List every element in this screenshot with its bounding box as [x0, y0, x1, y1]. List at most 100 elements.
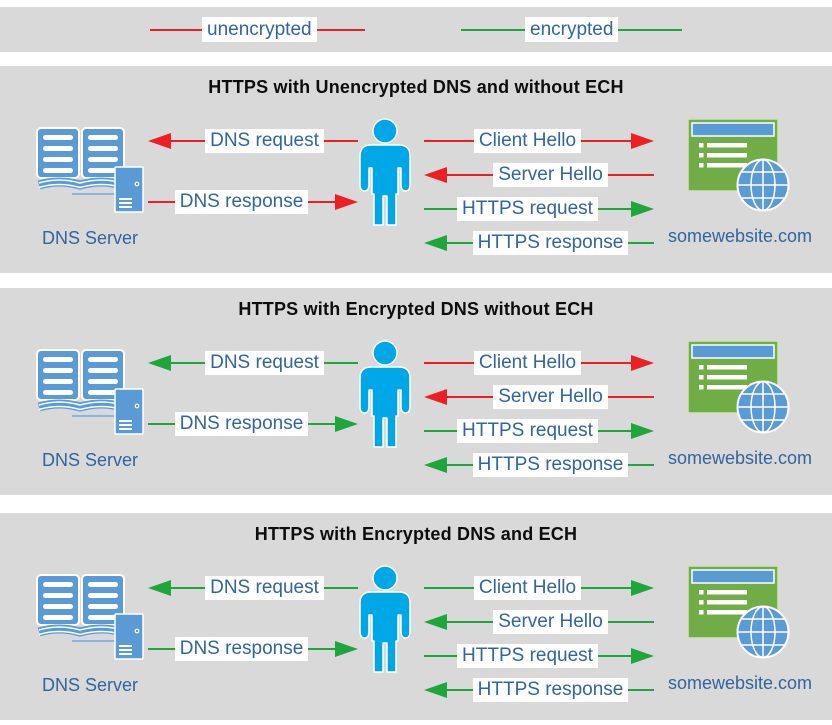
message-line [581, 587, 631, 589]
title-bar [691, 122, 775, 137]
arrow-client-hello: Client Hello [424, 350, 654, 376]
message-label: HTTPS response [472, 231, 629, 255]
legend-banner: unencrypted encrypted [0, 7, 832, 52]
panel-title: HTTPS with Unencrypted DNS and without E… [208, 77, 624, 97]
dns-server-icon [36, 574, 144, 660]
arrow-https-request: HTTPS request [424, 196, 654, 222]
message-line [597, 655, 631, 657]
message-line [323, 140, 358, 142]
website-label: somewebsite.com [667, 448, 813, 468]
message-line [171, 362, 206, 364]
book-icon [36, 349, 125, 412]
legend-item-unencrypted: unencrypted [150, 7, 365, 52]
message-line [171, 587, 206, 589]
scenario-panel-2: HTTPS with Encrypted DNS without ECH [0, 288, 832, 495]
message-label: HTTPS request [457, 197, 598, 221]
message-line [597, 208, 631, 210]
arrowhead-left-icon [424, 457, 447, 473]
message-label: DNS response [174, 190, 309, 214]
scenario-panel-1: HTTPS with Unencrypted DNS and without E… [0, 66, 832, 273]
message-line [424, 587, 474, 589]
message-label: HTTPS request [457, 419, 598, 443]
message-label: Server Hello [493, 163, 608, 187]
dns-server-label: DNS Server [41, 228, 139, 248]
arrowhead-left-icon [148, 580, 171, 596]
message-line [628, 464, 655, 466]
arrow-client-hello: Client Hello [424, 575, 654, 601]
message-line [597, 430, 631, 432]
arrow-dns-response: DNS response [148, 189, 358, 215]
unencrypted-line [150, 28, 202, 31]
encrypted-line [618, 28, 683, 31]
message-label: Client Hello [473, 351, 582, 375]
message-line [424, 208, 458, 210]
arrow-dns-response: DNS response [148, 411, 358, 437]
person-icon [359, 118, 411, 226]
arrowhead-right-icon [335, 416, 358, 432]
message-line [447, 464, 473, 466]
arrowhead-left-icon [148, 133, 171, 149]
title-bar [691, 569, 775, 584]
person-icon [359, 565, 411, 673]
message-line [607, 396, 655, 398]
website-label: somewebsite.com [667, 226, 813, 246]
encrypted-line [461, 28, 525, 31]
message-line [447, 689, 473, 691]
globe-icon [736, 605, 790, 659]
message-line [581, 362, 631, 364]
message-label: DNS response [174, 637, 309, 661]
arrow-dns-request: DNS request [148, 128, 358, 154]
server-icon [114, 166, 144, 213]
legend-label-encrypted: encrypted [525, 17, 619, 42]
book-icon [36, 574, 125, 637]
dns-server-label: DNS Server [41, 450, 139, 470]
book-icon [36, 127, 125, 190]
legend-item-encrypted: encrypted [461, 7, 683, 52]
website-icon [687, 340, 790, 434]
arrow-https-request: HTTPS request [424, 643, 654, 669]
message-line [607, 621, 655, 623]
arrowhead-right-icon [631, 201, 654, 217]
arrowhead-left-icon [424, 167, 447, 183]
message-label: Server Hello [493, 385, 608, 409]
dns-server-icon [36, 127, 144, 213]
message-line [148, 648, 175, 650]
message-line [323, 587, 358, 589]
message-label: HTTPS request [457, 644, 598, 668]
arrowhead-right-icon [335, 194, 358, 210]
arrowhead-left-icon [424, 682, 447, 698]
message-label: DNS request [205, 351, 324, 375]
arrowhead-right-icon [335, 641, 358, 657]
arrowhead-left-icon [424, 389, 447, 405]
message-label: Server Hello [493, 610, 608, 634]
server-icon [114, 388, 144, 435]
arrow-https-response: HTTPS response [424, 452, 655, 478]
arrowhead-left-icon [424, 235, 447, 251]
server-icon [114, 613, 144, 660]
message-line [308, 648, 335, 650]
message-line [447, 242, 473, 244]
arrow-client-hello: Client Hello [424, 128, 654, 154]
arrow-dns-request: DNS request [148, 350, 358, 376]
message-label: Client Hello [473, 129, 582, 153]
message-line [424, 140, 474, 142]
arrowhead-left-icon [424, 614, 447, 630]
list-icon [699, 365, 747, 390]
arrow-server-hello: Server Hello [424, 609, 655, 635]
message-line [628, 689, 655, 691]
website-icon [687, 565, 790, 659]
message-line [447, 396, 494, 398]
arrow-https-request: HTTPS request [424, 418, 654, 444]
message-label: Client Hello [473, 576, 582, 600]
arrowhead-left-icon [148, 355, 171, 371]
message-line [171, 140, 206, 142]
scenario-panel-3: HTTPS with Encrypted DNS and ECH [0, 513, 832, 720]
arrowhead-right-icon [631, 355, 654, 371]
arrowhead-right-icon [631, 133, 654, 149]
message-label: DNS request [205, 576, 324, 600]
message-label: HTTPS response [472, 453, 629, 477]
globe-icon [736, 158, 790, 212]
message-line [424, 430, 458, 432]
message-label: HTTPS response [472, 678, 629, 702]
